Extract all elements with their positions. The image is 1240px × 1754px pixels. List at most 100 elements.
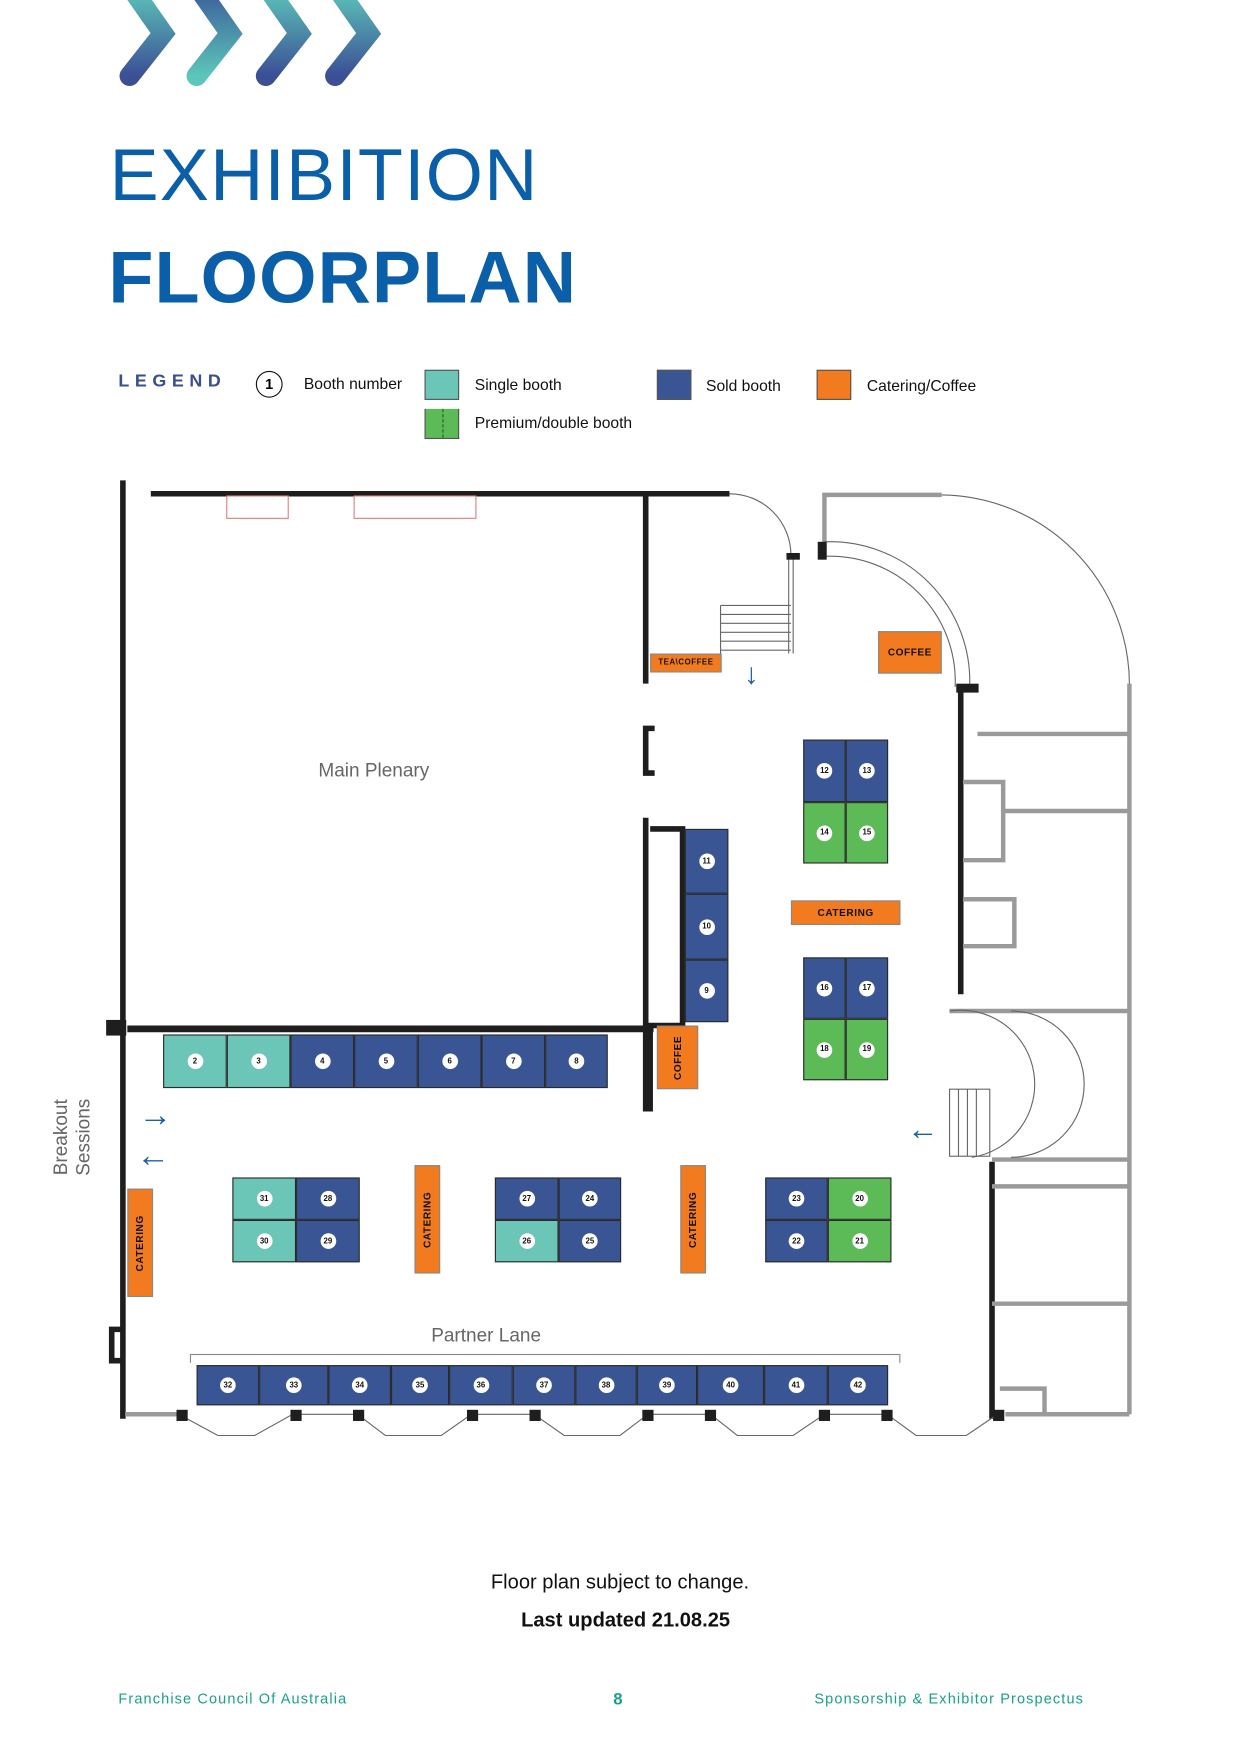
booth-number: 19 — [859, 1041, 875, 1058]
booth-42[interactable]: 42 — [827, 1365, 889, 1406]
booth-number: 11 — [698, 853, 715, 870]
booth-number: 22 — [788, 1233, 805, 1249]
catering-station-left: CATERING — [127, 1188, 154, 1297]
catering-station-center-left: CATERING — [414, 1165, 441, 1274]
booth-number: 21 — [851, 1233, 868, 1249]
booth-number: 12 — [816, 762, 833, 779]
legend-premium-swatch — [424, 408, 460, 440]
booth-38[interactable]: 38 — [575, 1365, 637, 1406]
booth-number: 17 — [859, 980, 875, 996]
booth-21[interactable]: 21 — [827, 1219, 892, 1263]
booth-number: 23 — [788, 1190, 805, 1207]
booth-number: 36 — [473, 1377, 489, 1394]
legend-sold-label: Sold booth — [706, 376, 781, 395]
breakout-line1: Breakout — [50, 1099, 72, 1176]
booth-22[interactable]: 22 — [765, 1219, 828, 1263]
legend-booth-number-label: Booth number — [303, 374, 403, 393]
booth-34[interactable]: 34 — [328, 1365, 391, 1406]
booth-number: 7 — [505, 1053, 522, 1070]
booth-32[interactable]: 32 — [196, 1365, 260, 1406]
booth-14[interactable]: 14 — [803, 802, 846, 864]
booth-24[interactable]: 24 — [558, 1177, 622, 1220]
booth-37[interactable]: 37 — [512, 1365, 576, 1406]
legend-heading: LEGEND — [118, 372, 227, 391]
booth-number: 6 — [441, 1053, 458, 1070]
booth-33[interactable]: 33 — [259, 1365, 329, 1406]
booth-number: 14 — [816, 824, 833, 841]
booth-5[interactable]: 5 — [354, 1034, 418, 1089]
booth-27[interactable]: 27 — [494, 1177, 559, 1220]
booth-number: 34 — [351, 1377, 368, 1394]
booth-30[interactable]: 30 — [232, 1219, 297, 1263]
booth-number: 10 — [698, 918, 715, 935]
floorplan-walls — [106, 480, 1132, 1437]
booth-number: 25 — [582, 1233, 598, 1249]
booth-11[interactable]: 11 — [684, 828, 729, 894]
booth-35[interactable]: 35 — [390, 1365, 450, 1406]
booth-28[interactable]: 28 — [296, 1177, 360, 1220]
booth-26[interactable]: 26 — [494, 1219, 559, 1263]
breakout-sessions-label: Breakout Sessions — [50, 1087, 95, 1188]
booth-7[interactable]: 7 — [481, 1034, 546, 1089]
booth-number: 28 — [320, 1190, 336, 1207]
legend-booth-number-icon: 1 — [255, 370, 283, 398]
legend-sold-swatch — [656, 369, 692, 400]
booth-number: 15 — [859, 824, 875, 841]
booth-number: 3 — [250, 1053, 267, 1070]
booth-17[interactable]: 17 — [845, 957, 889, 1019]
booth-36[interactable]: 36 — [449, 1365, 513, 1406]
legend-premium-label: Premium/double booth — [474, 413, 633, 432]
booth-9[interactable]: 9 — [684, 959, 729, 1023]
booth-3[interactable]: 3 — [226, 1034, 291, 1089]
booth-29[interactable]: 29 — [296, 1219, 360, 1263]
disclaimer-note: Floor plan subject to change. — [490, 1570, 750, 1594]
booth-number: 4 — [314, 1053, 331, 1070]
booth-number: 5 — [378, 1053, 394, 1070]
booth-10[interactable]: 10 — [684, 893, 729, 960]
booth-19[interactable]: 19 — [845, 1018, 889, 1081]
booth-25[interactable]: 25 — [558, 1219, 622, 1263]
booth-41[interactable]: 41 — [764, 1365, 828, 1406]
booth-20[interactable]: 20 — [827, 1177, 892, 1220]
arrow-down-icon: ↓ — [744, 656, 759, 691]
booth-12[interactable]: 12 — [803, 739, 846, 803]
booth-13[interactable]: 13 — [845, 739, 889, 803]
booth-40[interactable]: 40 — [697, 1365, 765, 1406]
booth-number: 13 — [859, 762, 875, 779]
booth-15[interactable]: 15 — [845, 802, 889, 864]
booth-number: 41 — [788, 1377, 804, 1394]
booth-number: 27 — [518, 1190, 535, 1207]
booth-16[interactable]: 16 — [803, 957, 846, 1019]
chevron-logo-icon — [119, 0, 382, 87]
booth-8[interactable]: 8 — [545, 1034, 608, 1089]
booth-number: 16 — [816, 980, 833, 996]
tea-coffee-station: TEA\COFFEE — [650, 653, 722, 673]
page-title-line2: FLOORPLAN — [108, 235, 578, 319]
booth-31[interactable]: 31 — [232, 1177, 297, 1220]
booth-number: 35 — [412, 1377, 428, 1394]
booth-number: 42 — [850, 1377, 866, 1394]
booth-23[interactable]: 23 — [765, 1177, 828, 1220]
legend-single-swatch — [424, 369, 460, 400]
booth-number: 24 — [582, 1190, 598, 1207]
partner-lane-label: Partner Lane — [431, 1324, 542, 1347]
booth-number: 26 — [518, 1233, 535, 1249]
booth-number: 8 — [568, 1053, 585, 1070]
booth-6[interactable]: 6 — [417, 1034, 482, 1089]
booth-number: 32 — [220, 1377, 236, 1394]
legend-catering-swatch — [816, 369, 852, 400]
partner-lane-bracket — [189, 1353, 901, 1363]
booth-2[interactable]: 2 — [163, 1034, 227, 1089]
footer-doc-title: Sponsorship & Exhibitor Prospectus — [814, 1690, 1085, 1707]
booth-39[interactable]: 39 — [636, 1365, 698, 1406]
arrow-right-icon: → — [138, 1097, 173, 1134]
footer-org: Franchise Council Of Australia — [118, 1690, 348, 1707]
catering-station-mid: CATERING — [790, 900, 901, 925]
booth-number: 29 — [320, 1233, 336, 1249]
main-plenary-label: Main Plenary — [318, 759, 430, 781]
booth-4[interactable]: 4 — [290, 1034, 355, 1089]
booth-18[interactable]: 18 — [803, 1018, 846, 1081]
arrow-left-icon: ← — [907, 1111, 939, 1147]
booth-number: 20 — [851, 1190, 868, 1207]
